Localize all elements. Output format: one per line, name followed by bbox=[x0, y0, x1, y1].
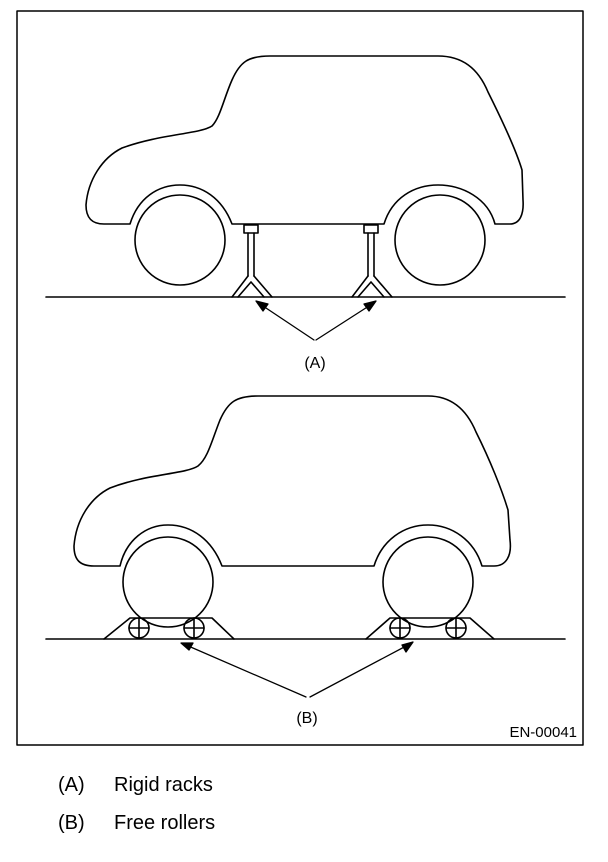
legend-row-a: (A) Rigid racks bbox=[58, 774, 213, 797]
figure-frame bbox=[16, 10, 584, 746]
free-roller-rear bbox=[365, 617, 495, 640]
label-a-leaders bbox=[255, 300, 377, 341]
car-bottom-rear-wheel bbox=[382, 536, 474, 628]
legend-text-a: Rigid racks bbox=[114, 774, 213, 796]
car-top-body bbox=[85, 55, 524, 225]
legend-text-b: Free rollers bbox=[114, 812, 216, 834]
legend-row-b: (B) Free rollers bbox=[58, 812, 215, 835]
car-bottom-front-wheel bbox=[122, 536, 214, 628]
label-b: (B) bbox=[296, 710, 317, 727]
car-top bbox=[85, 55, 524, 286]
free-roller-front bbox=[103, 617, 235, 640]
car-bottom-body bbox=[73, 395, 512, 567]
diagram-figure: (A) (B) EN-00041 bbox=[16, 10, 584, 746]
label-a: (A) bbox=[304, 355, 325, 372]
rigid-rack-left bbox=[231, 224, 273, 298]
car-top-rear-wheel bbox=[394, 194, 486, 286]
car-bottom bbox=[73, 395, 512, 628]
rigid-rack-right bbox=[351, 224, 393, 298]
figure-id: EN-00041 bbox=[509, 724, 577, 741]
legend-key-b: (B) bbox=[58, 812, 85, 834]
label-b-leaders bbox=[180, 641, 414, 698]
legend-key-a: (A) bbox=[58, 774, 85, 796]
diagram-svg: (A) (B) EN-00041 bbox=[16, 10, 584, 746]
car-top-front-wheel bbox=[134, 194, 226, 286]
